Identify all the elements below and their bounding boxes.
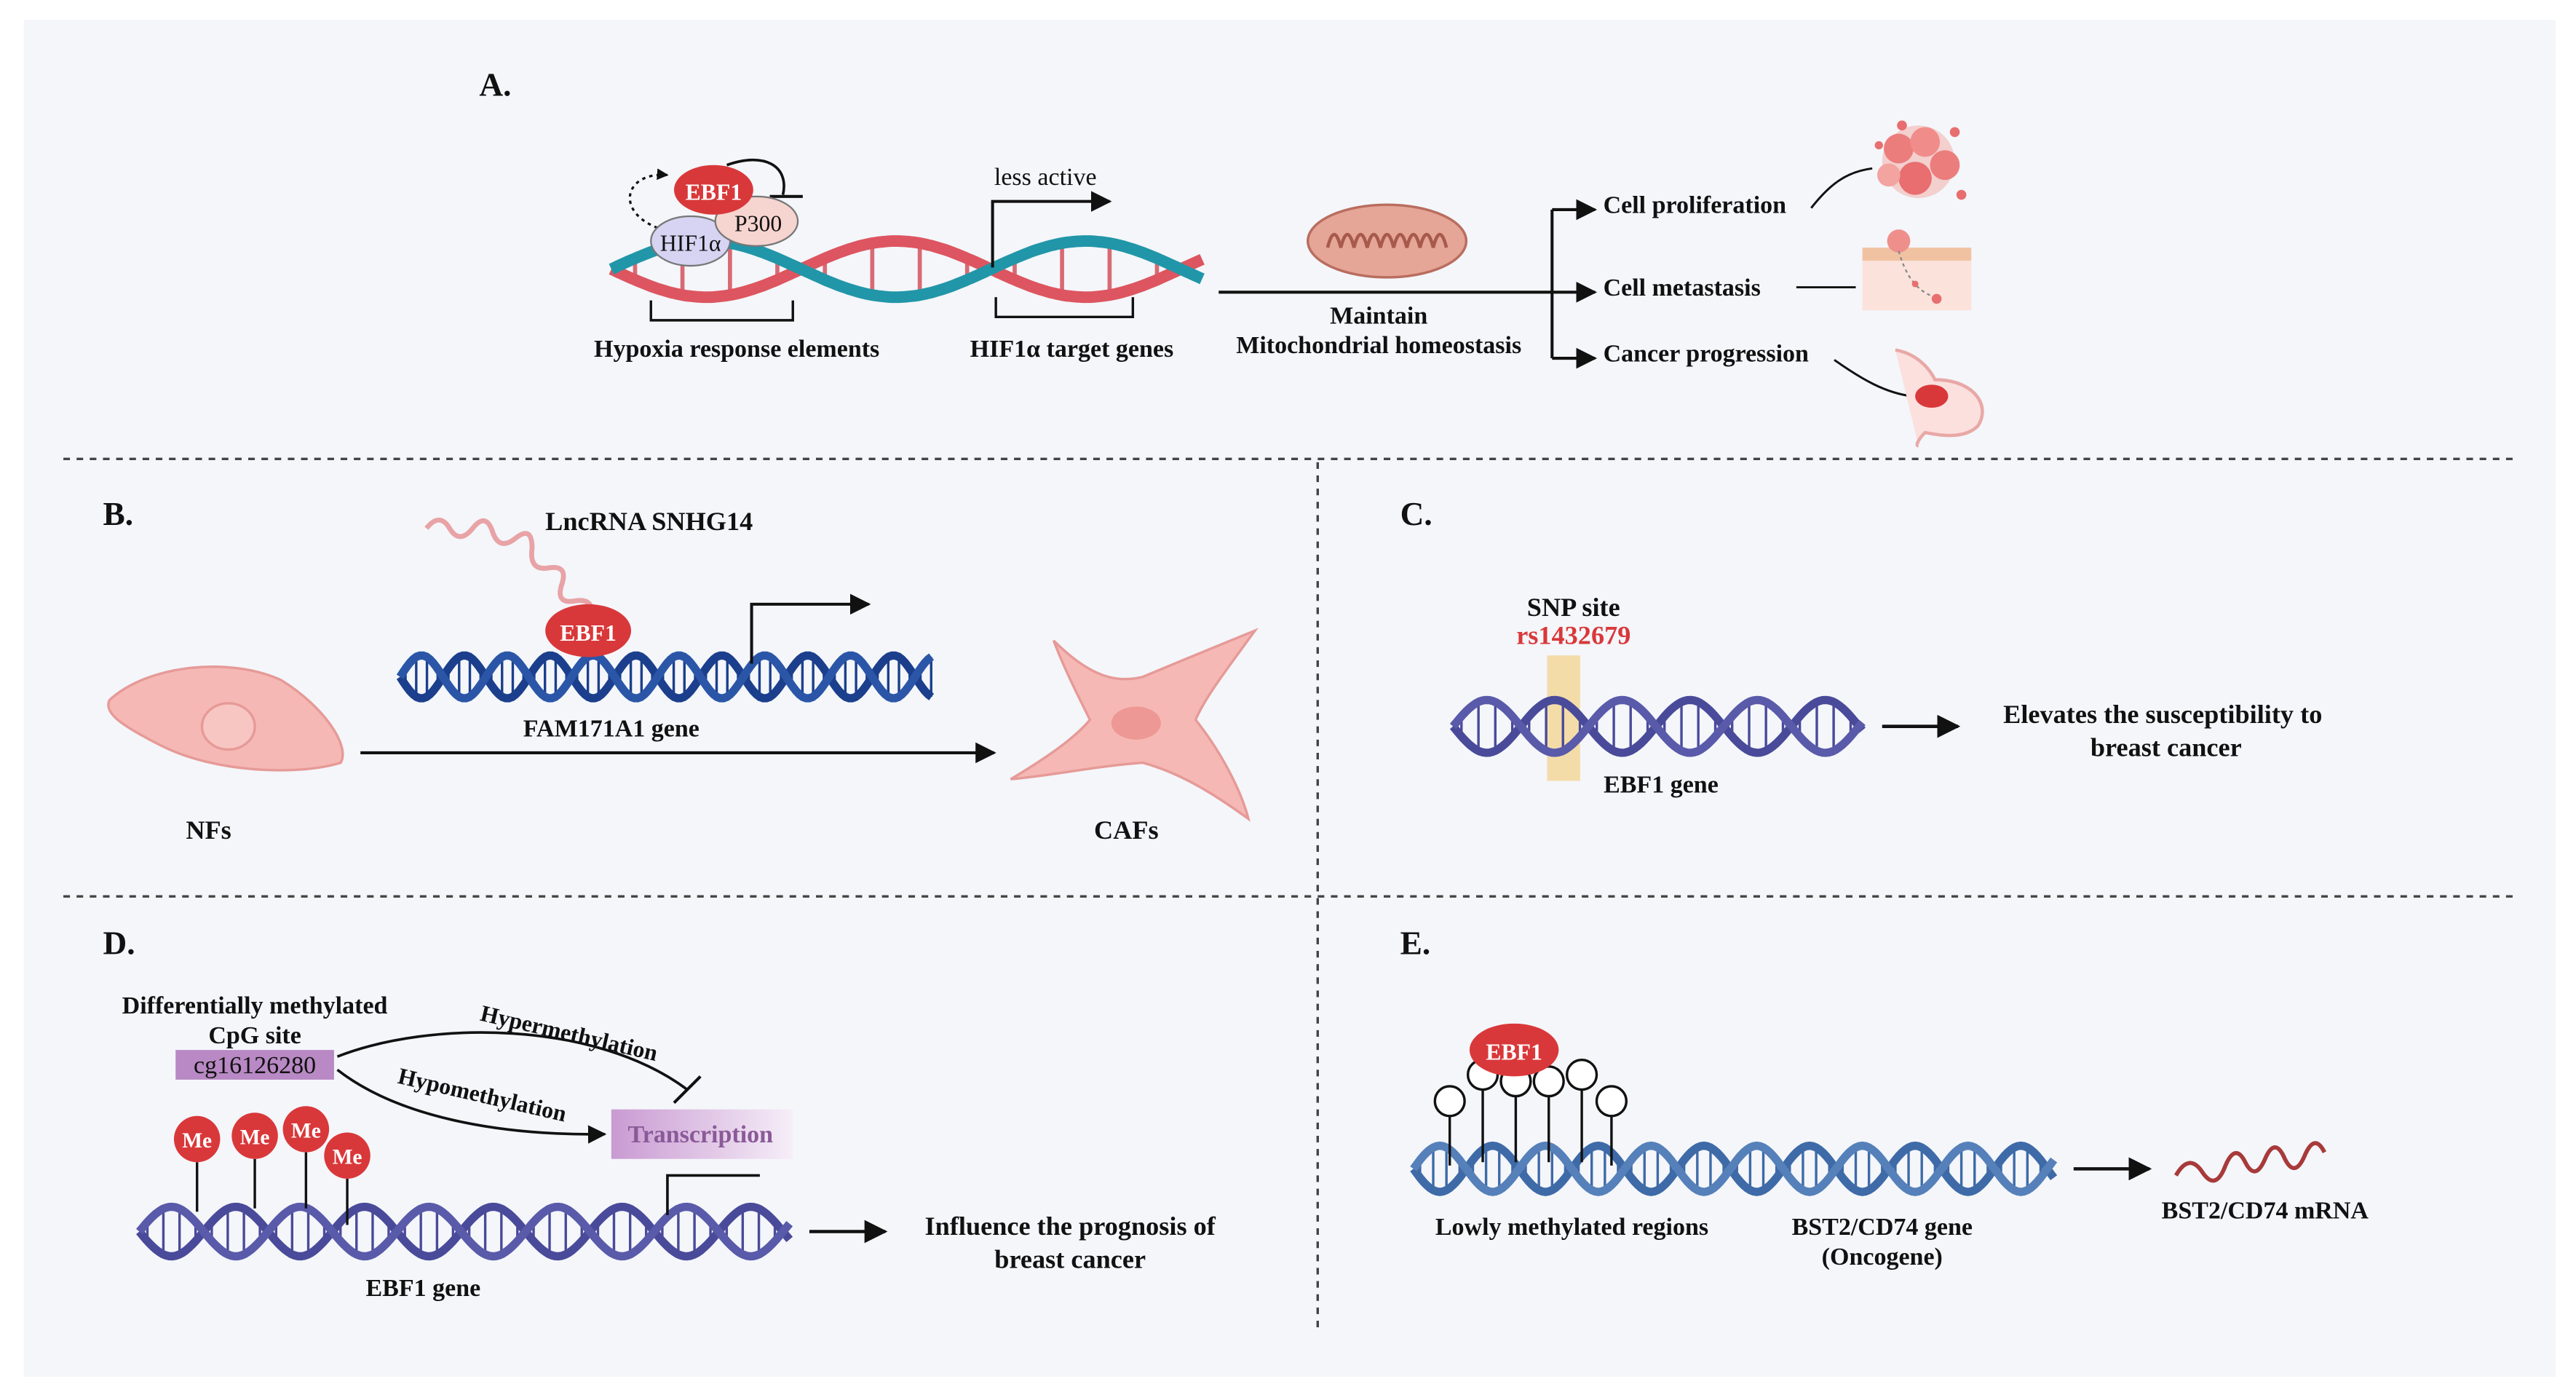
p300-label: P300 [734, 210, 782, 236]
outcome-3-label: Cancer progression [1604, 341, 1809, 368]
result-c-line-2: breast cancer [2090, 732, 2242, 762]
target-genes-bracket [994, 297, 1135, 319]
panel-e-label: E. [1400, 925, 1431, 962]
methyl-label-3: Me [291, 1119, 321, 1142]
ebf1-protein-e [1469, 1023, 1559, 1077]
unmethylated-site-1 [1433, 1085, 1466, 1166]
leader-progression [1834, 359, 1912, 398]
methyl-group-1: Me [173, 1115, 221, 1212]
result-c-line-1: Elevates the susceptibility to [2003, 700, 2322, 729]
ebf1-protein-a [674, 165, 753, 215]
result-d-line-2: breast cancer [994, 1244, 1146, 1273]
lowly-label: Lowly methylated regions [1435, 1214, 1708, 1241]
panel-d-label: D. [103, 925, 135, 962]
dotted-feedback-arrow [628, 168, 669, 229]
cg-site-label: cg16126280 [194, 1052, 316, 1079]
methyl-label-1: Me [182, 1129, 212, 1153]
gene-label-e-2: (Oncogene) [1822, 1244, 1943, 1270]
hif1a-label: HIF1α [660, 231, 721, 256]
mito-label: Mitochondrial homeostasis [1236, 332, 1521, 359]
nfs-label: NFs [186, 815, 231, 845]
ebf1-label-a: EBF1 [686, 179, 742, 205]
rs-label: rs1432679 [1516, 620, 1630, 649]
snp-label: SNP site [1527, 593, 1620, 622]
cg-site-box [175, 1050, 334, 1080]
unmethylated-site-2 [1466, 1059, 1499, 1163]
lncrna-label: LncRNA SNHG14 [545, 507, 753, 536]
breast-icon [1895, 348, 1984, 448]
dna-helix-e [1410, 1141, 2058, 1196]
less-active-arrow [991, 191, 1112, 268]
panel-a-label: A. [479, 67, 511, 103]
panel-b: B. LncRNA SNHG14 EBF1 FAM171A1 gene NFs … [103, 496, 1259, 845]
transcription-box [611, 1109, 793, 1159]
mrna-label: BST2/CD74 mRNA [2162, 1197, 2369, 1224]
panel-e: E. EBF1 Lowly methylated regions BST2/CD… [1400, 925, 2369, 1270]
nf-cell-icon [107, 665, 344, 772]
promoter-mark-d [666, 1174, 760, 1215]
outcome-1-label: Cell proliferation [1604, 192, 1787, 219]
hre-label: Hypoxia response elements [594, 336, 879, 363]
gene-label-b: FAM171A1 gene [523, 715, 700, 742]
unmethylated-site-6 [1595, 1085, 1628, 1166]
methyl-group-3: Me [282, 1106, 330, 1209]
hif-targets-label: HIF1α target genes [970, 336, 1174, 363]
dna-helix-b [396, 651, 935, 703]
hypermethylation-inhibit [336, 1031, 689, 1091]
ebf1-label-b: EBF1 [560, 620, 617, 646]
tissue-metastasis-icon [1862, 229, 1972, 311]
figure-background [23, 20, 2556, 1378]
methyl-label-4: Me [333, 1146, 362, 1169]
gene-label-e-1: BST2/CD74 gene [1792, 1214, 1973, 1241]
mrna-strand [2173, 1141, 2326, 1183]
ebf1-label-e: EBF1 [1486, 1040, 1542, 1065]
panel-a: A. less active HIF1α P300 EBF1 Hypoxia r… [479, 67, 1984, 448]
cafs-label: CAFs [1094, 815, 1159, 845]
hyper-inhibit-bar [673, 1075, 702, 1104]
panel-b-label: B. [103, 496, 133, 532]
result-d-line-1: Influence the prognosis of [925, 1212, 1216, 1241]
leader-proliferation [1810, 167, 1873, 209]
dna-helix-c [1449, 695, 1866, 757]
panel-c-label: C. [1400, 496, 1432, 532]
methyl-group-4: Me [324, 1132, 370, 1225]
methyl-group-2: Me [231, 1113, 278, 1209]
unmethylated-site-5 [1565, 1059, 1598, 1163]
hypomethylation-arrow [336, 1068, 607, 1144]
tumor-cluster-icon [1874, 120, 1967, 200]
lncrna-strand [424, 517, 595, 618]
panel-c: C. SNP site rs1432679 EBF1 gene Elevates… [1400, 496, 2323, 798]
dm-label-2: CpG site [208, 1022, 301, 1049]
transcription-label: Transcription [627, 1121, 773, 1148]
ebf1-protein-b [545, 604, 632, 657]
ebf1-inhibit-arrow [726, 158, 785, 195]
mitochondrion-icon [1307, 203, 1468, 279]
gene-label-c: EBF1 gene [1604, 771, 1719, 798]
less-active-label: less active [994, 164, 1097, 191]
gene-label-d: EBF1 gene [365, 1275, 480, 1302]
methyl-label-2: Me [240, 1126, 270, 1149]
transcription-arrow-b [750, 593, 871, 664]
dm-label-1: Differentially methylated [122, 992, 388, 1019]
hre-bracket [649, 300, 794, 322]
maintain-label: Maintain [1330, 302, 1427, 329]
outcome-2-label: Cell metastasis [1604, 274, 1761, 301]
panel-d: D. Differentially methylated CpG site cg… [103, 925, 1216, 1302]
caf-cell-icon [1010, 628, 1259, 822]
dna-helix-d [135, 1202, 793, 1261]
